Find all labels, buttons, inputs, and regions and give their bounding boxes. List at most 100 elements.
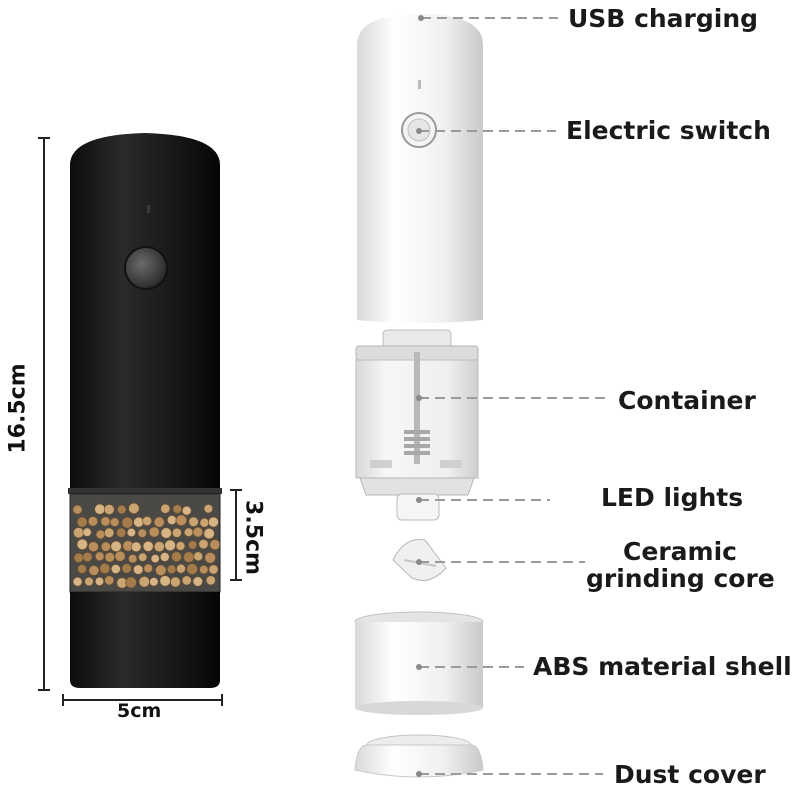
peppercorn <box>142 540 154 552</box>
assembled-grinder <box>68 133 222 688</box>
label-electric-switch: Electric switch <box>566 116 771 145</box>
peppercorn <box>138 552 148 562</box>
peppercorn <box>199 517 210 528</box>
peppercorn <box>203 504 213 514</box>
label-ceramic-grinding-core: Ceramic grinding core <box>586 537 775 593</box>
peppercorn <box>166 515 177 525</box>
peppercorn <box>143 563 153 573</box>
peppercorn <box>171 527 182 538</box>
peppercorn <box>100 541 111 552</box>
dimension-width: 5cm <box>117 700 162 722</box>
peppercorn <box>94 503 106 515</box>
peppercorn <box>175 541 186 551</box>
peppercorn <box>128 502 140 515</box>
peppercorn <box>104 575 115 586</box>
leader-lines <box>419 17 608 775</box>
peppercorn <box>164 539 176 552</box>
peppercorn <box>95 576 105 586</box>
spring-coil <box>404 430 430 455</box>
leader-dots <box>416 15 424 777</box>
peppercorn <box>109 517 120 527</box>
peppercorn <box>150 554 160 564</box>
peppercorn <box>138 576 150 588</box>
peppercorn <box>104 527 115 538</box>
peppercorn <box>88 565 100 576</box>
peppercorn <box>99 563 111 574</box>
peppercorn <box>103 504 115 515</box>
peppercorn <box>208 564 219 575</box>
peppercorn <box>181 575 192 586</box>
label-led-lights: LED lights <box>601 483 744 512</box>
peppercorn <box>171 551 182 563</box>
peppercorn <box>188 540 198 550</box>
peppercorn <box>167 564 177 574</box>
peppercorn <box>121 516 134 529</box>
peppercorn <box>205 575 216 586</box>
peppercorn <box>72 576 83 587</box>
peppercorn <box>204 552 216 564</box>
peppercorn <box>94 551 105 561</box>
label-usb-charging: USB charging <box>568 4 759 33</box>
label-dust-cover: Dust cover <box>614 760 766 789</box>
peppercorn <box>170 576 181 588</box>
peppercorn <box>95 529 106 540</box>
peppercorn <box>110 564 121 574</box>
peppercorn <box>110 540 122 553</box>
grinder-base <box>70 592 220 688</box>
led-indicator-icon <box>147 205 150 213</box>
peppercorn <box>160 527 172 539</box>
peppercorn <box>199 564 209 575</box>
peppercorn <box>192 576 203 587</box>
peppercorn <box>117 504 127 515</box>
peppercorn <box>77 564 87 574</box>
peppercorn <box>82 551 93 562</box>
label-ceramic-line1: Ceramic <box>623 537 737 566</box>
peppercorn <box>131 541 142 553</box>
peppercorn <box>126 527 136 537</box>
dimension-container-height: 3.5cm <box>240 500 266 575</box>
drive-shaft <box>414 352 420 464</box>
label-ceramic-line2: grinding core <box>586 564 775 593</box>
peppercorn <box>114 550 126 562</box>
peppercorn <box>198 539 209 550</box>
dimension-lines <box>38 137 242 706</box>
peppercorn <box>76 516 88 528</box>
peppercorn <box>159 575 171 587</box>
peppercorn <box>137 528 147 538</box>
peppercorn <box>72 504 83 515</box>
label-container: Container <box>618 386 756 415</box>
peppercorn <box>76 538 88 551</box>
peppercorn <box>104 552 115 563</box>
peppercorn <box>209 539 221 551</box>
label-abs-material-shell: ABS material shell <box>533 652 792 681</box>
peppercorn <box>153 516 165 528</box>
peppercorn <box>121 563 132 574</box>
peppercorn <box>87 516 99 527</box>
peppercorns <box>72 502 221 589</box>
peppercorn <box>82 527 92 537</box>
power-button-icon <box>124 246 168 290</box>
dimension-height: 16.5cm <box>5 363 31 454</box>
peppercorn <box>84 576 94 587</box>
peppercorn <box>181 505 192 516</box>
peppercorn <box>73 527 85 539</box>
peppercorn <box>176 563 186 574</box>
peppercorn <box>155 564 167 576</box>
grinder-body-top <box>70 133 220 490</box>
grinder-seam <box>68 488 222 494</box>
exploded-parts <box>354 14 484 778</box>
peppercorn <box>184 527 194 537</box>
peppercorn <box>116 527 126 538</box>
peppercorn <box>172 504 182 514</box>
peppercorn <box>188 516 199 527</box>
peppercorn <box>73 552 84 563</box>
peppercorn <box>183 551 195 563</box>
top-housing <box>357 14 483 323</box>
peppercorn <box>192 526 204 538</box>
usb-port-icon <box>418 80 421 89</box>
peppercorn <box>175 514 188 526</box>
peppercorn <box>133 564 144 575</box>
peppercorn <box>160 503 171 514</box>
